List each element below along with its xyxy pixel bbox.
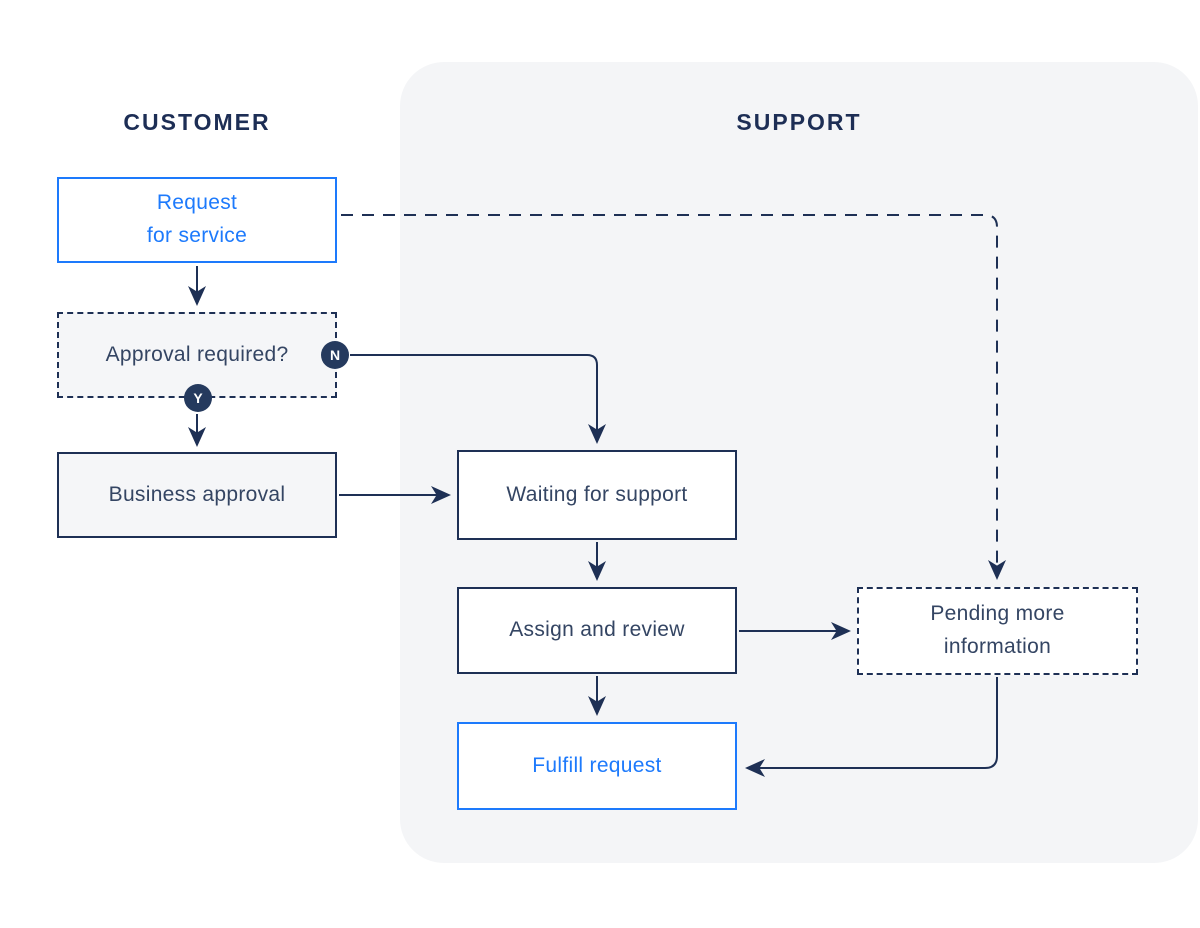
node-assign-and-review-label: Assign and review xyxy=(509,618,685,642)
node-fulfill-request-label: Fulfill request xyxy=(532,753,662,777)
node-assign-and-review: Assign and review xyxy=(457,587,737,674)
decision-badge-yes-label: Y xyxy=(193,390,203,406)
decision-badge-yes: Y xyxy=(184,384,212,412)
support-lane-title: SUPPORT xyxy=(736,109,862,135)
decision-badge-no-label: N xyxy=(329,347,341,363)
node-business-approval-label: Business approval xyxy=(108,482,286,506)
connector-pending-to-fulfill xyxy=(745,677,998,777)
node-approval-required: Approval required? xyxy=(57,312,337,398)
connector-no-to-waiting xyxy=(350,354,606,444)
node-fulfill-request: Fulfill request xyxy=(457,722,737,810)
node-request-for-service: Request for service xyxy=(57,177,337,263)
node-pending-more-information: Pending more information xyxy=(857,587,1138,675)
customer-lane-title: CUSTOMER xyxy=(123,109,271,135)
node-business-approval: Business approval xyxy=(57,452,337,538)
node-request-for-service-label: Request for service xyxy=(146,191,248,247)
node-pending-more-information-label: Pending more information xyxy=(930,602,1065,658)
connector-request-to-pending-dashed xyxy=(341,214,1006,580)
decision-badge-no: N xyxy=(321,341,349,369)
node-waiting-for-support-label: Waiting for support xyxy=(506,482,688,506)
node-waiting-for-support: Waiting for support xyxy=(457,450,737,540)
node-approval-required-label: Approval required? xyxy=(105,342,289,366)
